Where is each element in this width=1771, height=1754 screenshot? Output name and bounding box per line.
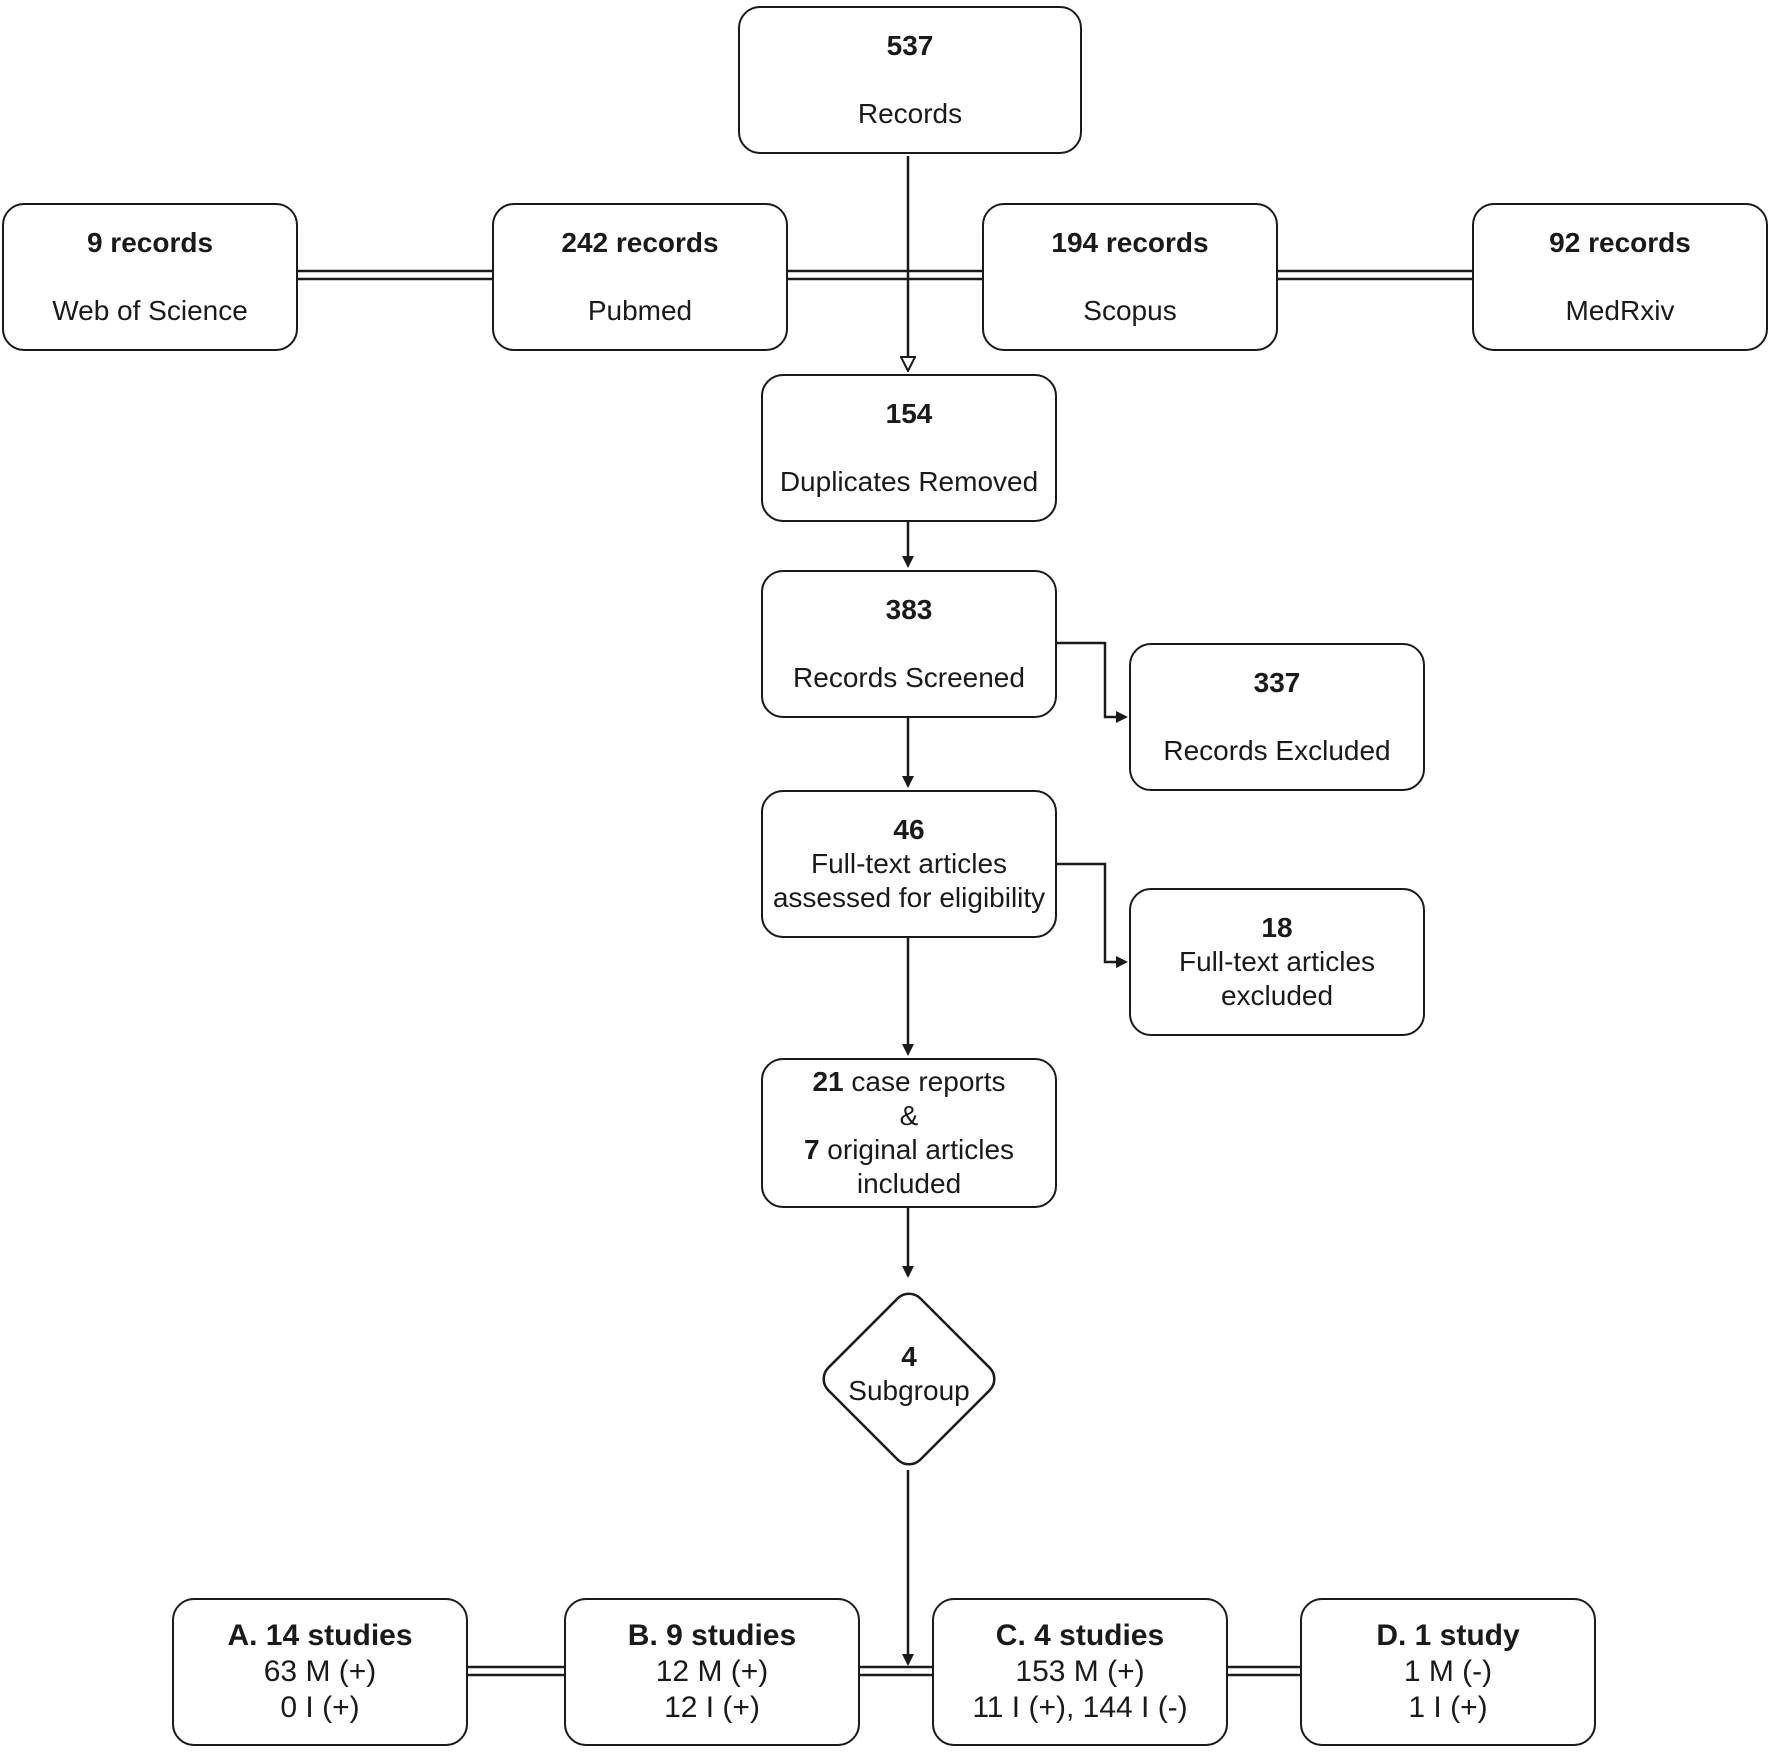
duplicates-box: 154 Duplicates Removed	[761, 374, 1057, 522]
subgroup-number: 4	[901, 1341, 917, 1372]
group-title: A. 14 studies	[227, 1619, 413, 1652]
source-label: Scopus	[1083, 295, 1177, 326]
excluded-box: 337 Records Excluded	[1129, 643, 1425, 791]
total-records-number: 537	[886, 30, 934, 61]
group-box-b: B. 9 studies 12 M (+) 12 I (+)	[564, 1598, 860, 1746]
group-line1: 153 M (+)	[1015, 1655, 1145, 1688]
subgroup-diamond	[822, 1292, 996, 1466]
excluded-number: 337	[1253, 667, 1301, 698]
fulltext-excluded-line1: Full-text articles	[1178, 946, 1376, 977]
group-title: D. 1 study	[1376, 1619, 1520, 1652]
included-box: 21 case reports & 7 original articles in…	[761, 1058, 1057, 1208]
fulltext-number: 46	[893, 814, 925, 845]
group-title: C. 4 studies	[995, 1619, 1165, 1652]
case-report-label: case reports	[843, 1066, 1006, 1097]
source-label: Web of Science	[52, 295, 248, 326]
included-line4: included	[856, 1168, 962, 1199]
included-case-line: 21 case reports	[812, 1065, 1005, 1099]
fulltext-excluded-box: 18 Full-text articles excluded	[1129, 888, 1425, 1036]
group-box-a: A. 14 studies 63 M (+) 0 I (+)	[172, 1598, 468, 1746]
source-count: 242 records	[561, 227, 719, 258]
duplicates-label: Duplicates Removed	[779, 466, 1039, 497]
group-box-c: C. 4 studies 153 M (+) 11 I (+), 144 I (…	[932, 1598, 1228, 1746]
total-records-label: Records	[857, 98, 963, 129]
original-article-count: 7	[803, 1134, 820, 1165]
group-box-d: D. 1 study 1 M (-) 1 I (+)	[1300, 1598, 1596, 1746]
source-label: Pubmed	[587, 295, 693, 326]
total-records-box: 537 Records	[738, 6, 1082, 154]
group-line2: 0 I (+)	[280, 1691, 360, 1724]
subgroup-label: Subgroup	[848, 1375, 970, 1406]
group-line1: 63 M (+)	[263, 1655, 377, 1688]
subgroup-label-block: 4 Subgroup	[818, 1340, 1000, 1408]
source-box-web-of-science: 9 records Web of Science	[2, 203, 298, 351]
case-report-count: 21	[812, 1066, 844, 1097]
included-ampersand: &	[899, 1100, 919, 1131]
group-title: B. 9 studies	[627, 1619, 797, 1652]
source-box-pubmed: 242 records Pubmed	[492, 203, 788, 351]
source-count: 194 records	[1051, 227, 1209, 258]
source-label: MedRxiv	[1565, 295, 1675, 326]
source-box-medrxiv: 92 records MedRxiv	[1472, 203, 1768, 351]
source-count: 92 records	[1549, 227, 1691, 258]
fulltext-line1: Full-text articles	[810, 848, 1008, 879]
group-line2: 1 I (+)	[1408, 1691, 1488, 1724]
duplicates-number: 154	[885, 398, 933, 429]
source-count: 9 records	[86, 227, 214, 258]
group-line1: 12 M (+)	[655, 1655, 769, 1688]
screened-number: 383	[885, 594, 933, 625]
included-original-line: 7 original articles	[804, 1133, 1014, 1167]
excluded-label: Records Excluded	[1163, 735, 1391, 766]
group-line2: 12 I (+)	[664, 1691, 760, 1724]
fulltext-assessed-box: 46 Full-text articles assessed for eligi…	[761, 790, 1057, 938]
fulltext-excluded-number: 18	[1261, 912, 1293, 943]
original-article-label: original articles	[819, 1134, 1015, 1165]
fulltext-excluded-line2: excluded	[1220, 980, 1334, 1011]
source-box-scopus: 194 records Scopus	[982, 203, 1278, 351]
fulltext-line2: assessed for eligibility	[772, 882, 1046, 913]
group-line1: 1 M (-)	[1403, 1655, 1493, 1688]
screened-label: Records Screened	[793, 662, 1025, 693]
screened-box: 383 Records Screened	[761, 570, 1057, 718]
group-line2: 11 I (+), 144 I (-)	[972, 1691, 1188, 1724]
